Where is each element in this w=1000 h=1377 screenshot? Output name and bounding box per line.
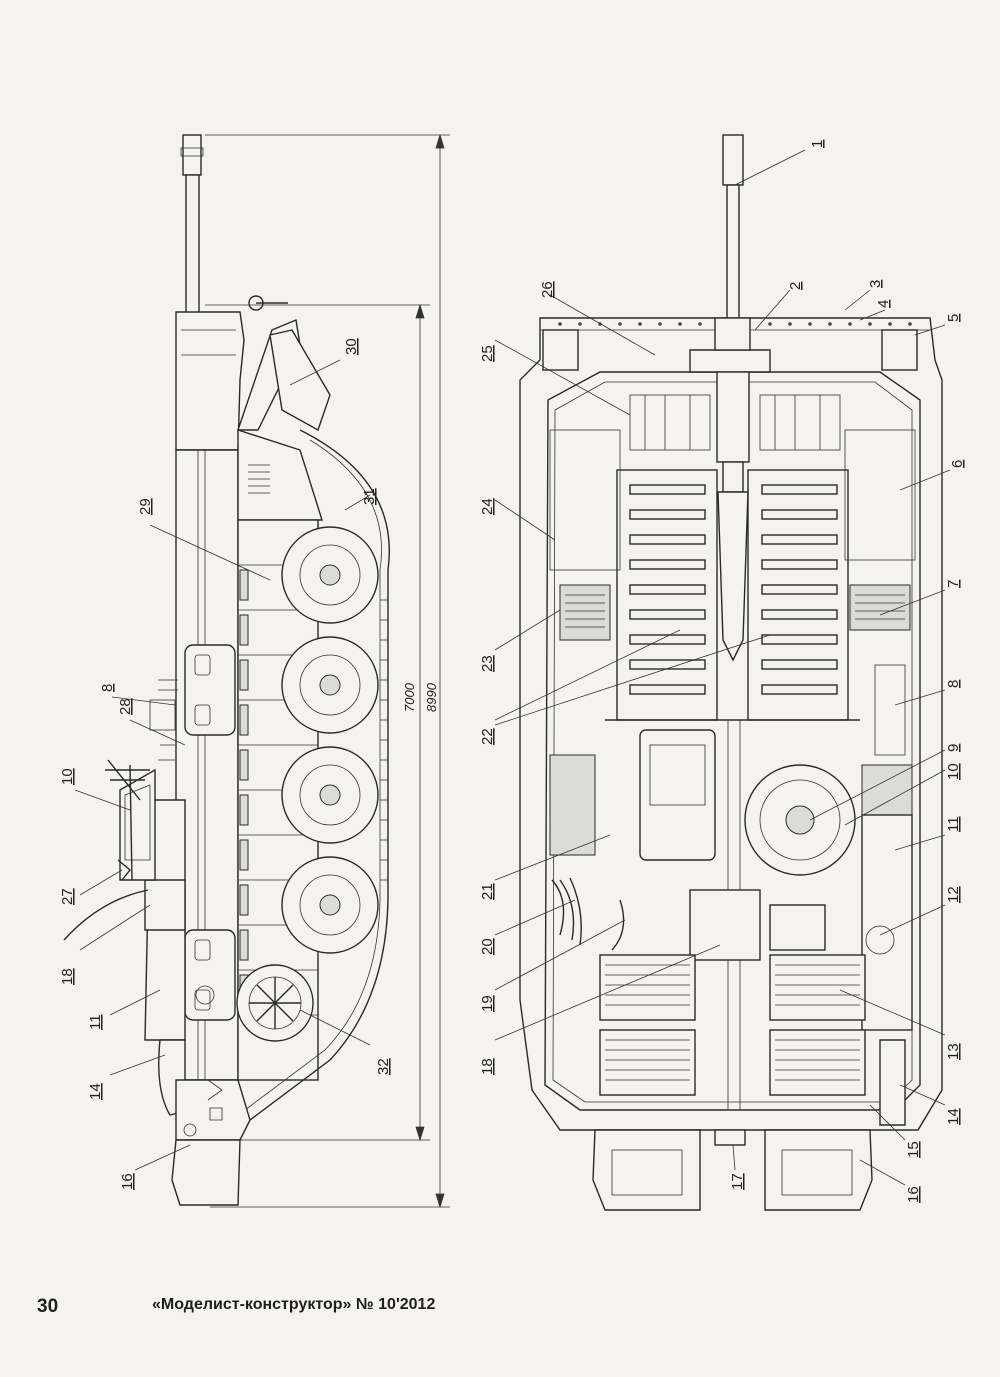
callout-11-side: 11 [87, 1014, 104, 1030]
callout-1: 1 [809, 140, 826, 148]
dimension-8990: 8990 [424, 682, 439, 712]
callout-14-side: 14 [87, 1083, 104, 1100]
callout-31: 31 [361, 488, 378, 505]
callout-3: 3 [867, 280, 884, 288]
callout-6: 6 [949, 460, 966, 468]
callout-26: 26 [539, 281, 556, 298]
magazine-title: «Моделист-конструктор» № 10'2012 [152, 1296, 436, 1313]
callout-16-side: 16 [119, 1173, 136, 1190]
callout-18-top: 18 [479, 1058, 496, 1075]
callout-12: 12 [945, 886, 962, 903]
callout-11-top: 11 [945, 816, 962, 832]
callout-24: 24 [479, 498, 496, 515]
callout-8-side: 8 [99, 684, 116, 692]
callout-20: 20 [479, 938, 496, 955]
callout-17: 17 [729, 1173, 746, 1190]
callout-22: 22 [479, 728, 496, 745]
callout-4: 4 [875, 300, 892, 308]
callout-10-top: 10 [945, 763, 962, 780]
callout-28: 28 [117, 698, 134, 715]
callout-15: 15 [905, 1141, 922, 1158]
callout-16-top: 16 [905, 1186, 922, 1203]
callout-13: 13 [945, 1043, 962, 1060]
callout-labels-top: 1 2 3 4 5 6 7 8 9 10 11 12 13 14 15 16 1… [479, 140, 966, 1203]
callout-32: 32 [375, 1058, 392, 1075]
road-wheels [281, 526, 379, 954]
side-view [63, 133, 450, 1209]
page-number: 30 [37, 1296, 59, 1317]
callout-9: 9 [945, 744, 962, 752]
callout-19: 19 [479, 995, 496, 1012]
callout-10-side: 10 [59, 768, 76, 785]
callout-8-top: 8 [945, 680, 962, 688]
callout-2: 2 [787, 282, 804, 290]
callout-21: 21 [479, 883, 496, 900]
callout-5: 5 [945, 314, 962, 322]
top-view [494, 134, 951, 1211]
callout-23: 23 [479, 655, 496, 672]
callout-25: 25 [479, 345, 496, 362]
callout-labels-side: 29 8 28 10 27 18 11 14 16 30 31 32 [59, 338, 392, 1190]
dimension-7000: 7000 [402, 682, 417, 712]
callout-14-top: 14 [945, 1108, 962, 1125]
callout-29: 29 [137, 498, 154, 515]
callout-18-side: 18 [59, 968, 76, 985]
callout-30: 30 [343, 338, 360, 355]
callout-7: 7 [945, 580, 962, 588]
callout-27: 27 [59, 888, 76, 905]
